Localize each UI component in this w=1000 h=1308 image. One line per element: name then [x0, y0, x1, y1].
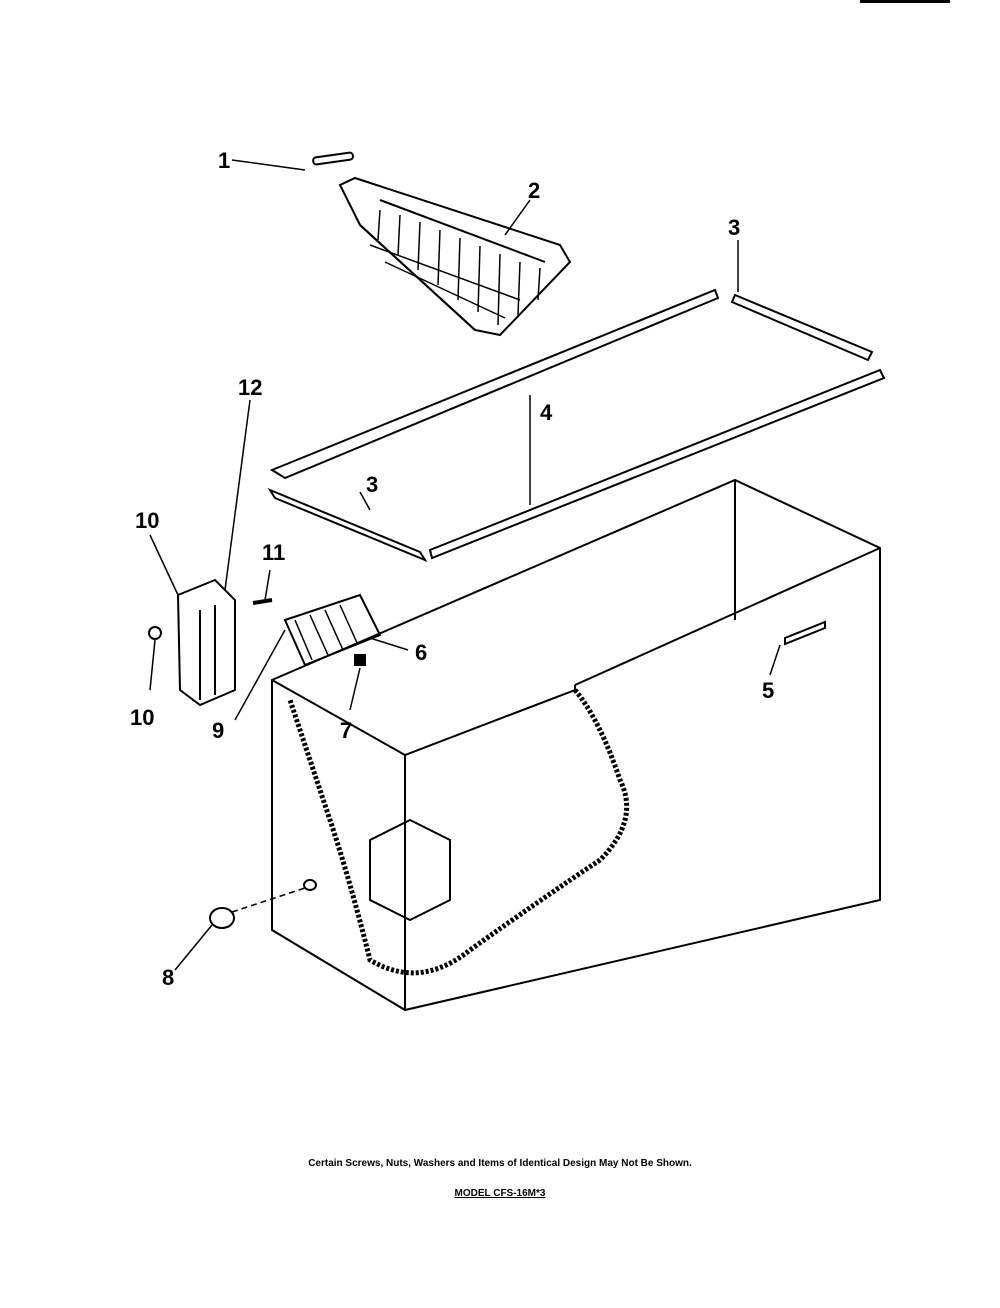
callout-2: 2 — [528, 178, 540, 203]
part-5-thermometer — [784, 620, 826, 646]
callout-5: 5 — [762, 678, 774, 703]
callout-1: 1 — [218, 148, 230, 173]
part-3-lid-trim — [267, 293, 874, 563]
part-7-plug — [354, 654, 366, 666]
callout-6: 6 — [415, 640, 427, 665]
cabinet — [271, 478, 881, 1012]
callout-10-top: 10 — [135, 508, 159, 533]
callout-3-bottom: 3 — [366, 472, 378, 497]
callout-9: 9 — [212, 718, 224, 743]
callout-11: 11 — [262, 540, 285, 565]
callout-3-top: 3 — [728, 215, 740, 240]
callout-labels: 1 2 3 3 4 5 6 7 8 9 10 10 11 12 — [130, 148, 774, 990]
callout-7: 7 — [340, 718, 352, 743]
part-10-screw — [148, 626, 162, 640]
model-number: MODEL CFS-16M*3 — [454, 1188, 546, 1199]
leader-lines — [149, 159, 781, 971]
part-12-bracket — [176, 578, 236, 707]
part-2-basket — [338, 176, 572, 337]
callout-10-bottom: 10 — [130, 705, 154, 730]
callout-8: 8 — [162, 965, 174, 990]
callout-4: 4 — [540, 400, 553, 425]
part-4-lid-strips — [269, 288, 886, 560]
part-11-screw — [252, 598, 273, 605]
disclaimer-note: Certain Screws, Nuts, Washers and Items … — [308, 1158, 692, 1169]
header-rule — [860, 0, 950, 3]
callout-12: 12 — [238, 375, 262, 400]
part-6-relay-assembly — [283, 593, 382, 667]
part-8-knob — [209, 887, 306, 929]
part-1-handle — [312, 151, 354, 166]
